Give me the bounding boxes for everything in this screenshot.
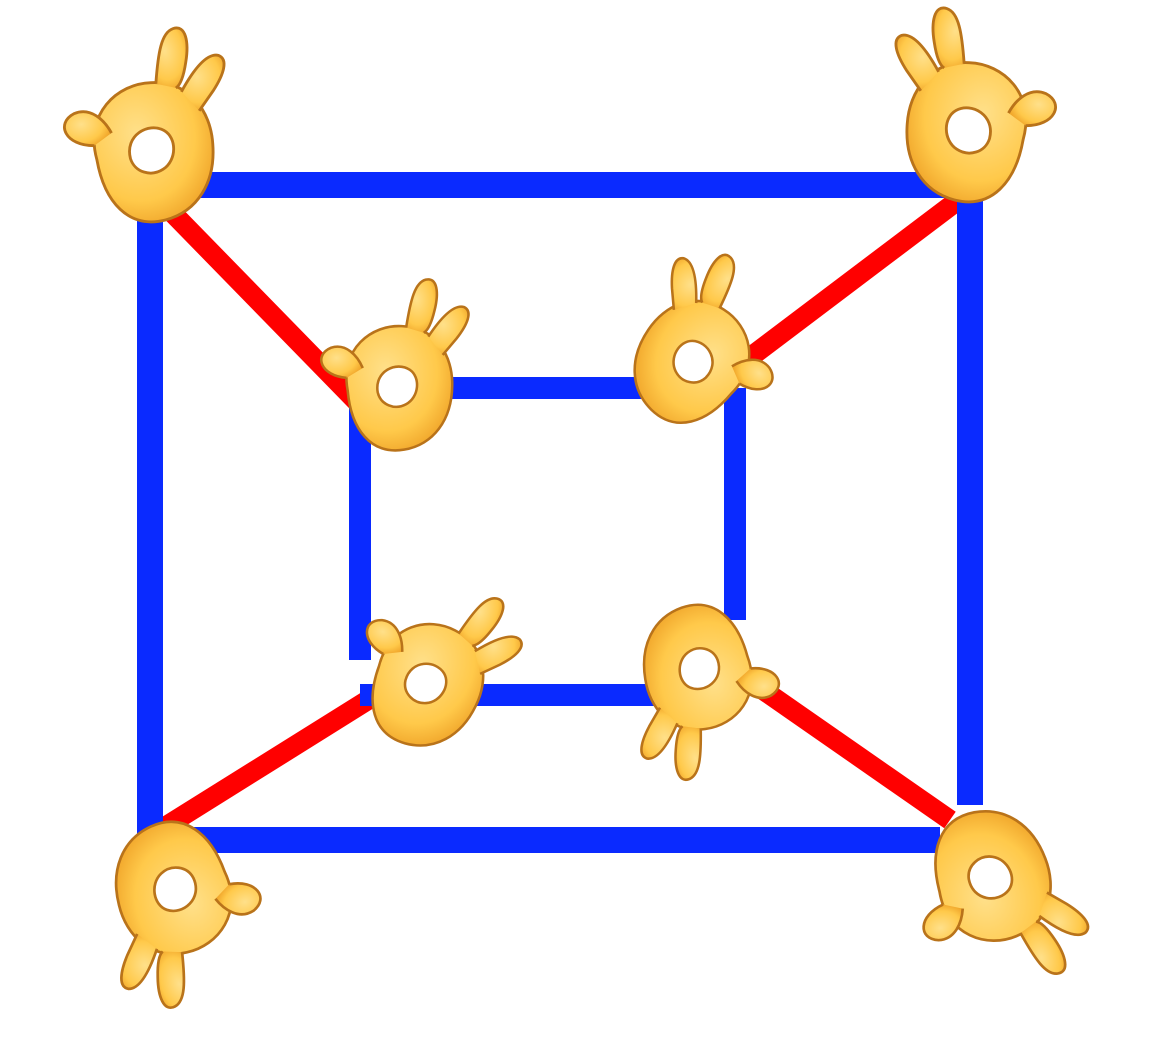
connector-edge-top-right: [713, 187, 972, 388]
ok-hand-icon-inner-top-left: [313, 274, 482, 458]
ok-hand-icon-outer-top-left: [49, 19, 251, 237]
outer-square: [137, 172, 983, 853]
connector-edges: [147, 187, 972, 839]
vertex-icons: [49, 0, 1100, 1023]
ok-hand-icon-outer-bottom-right: [896, 789, 1100, 1006]
